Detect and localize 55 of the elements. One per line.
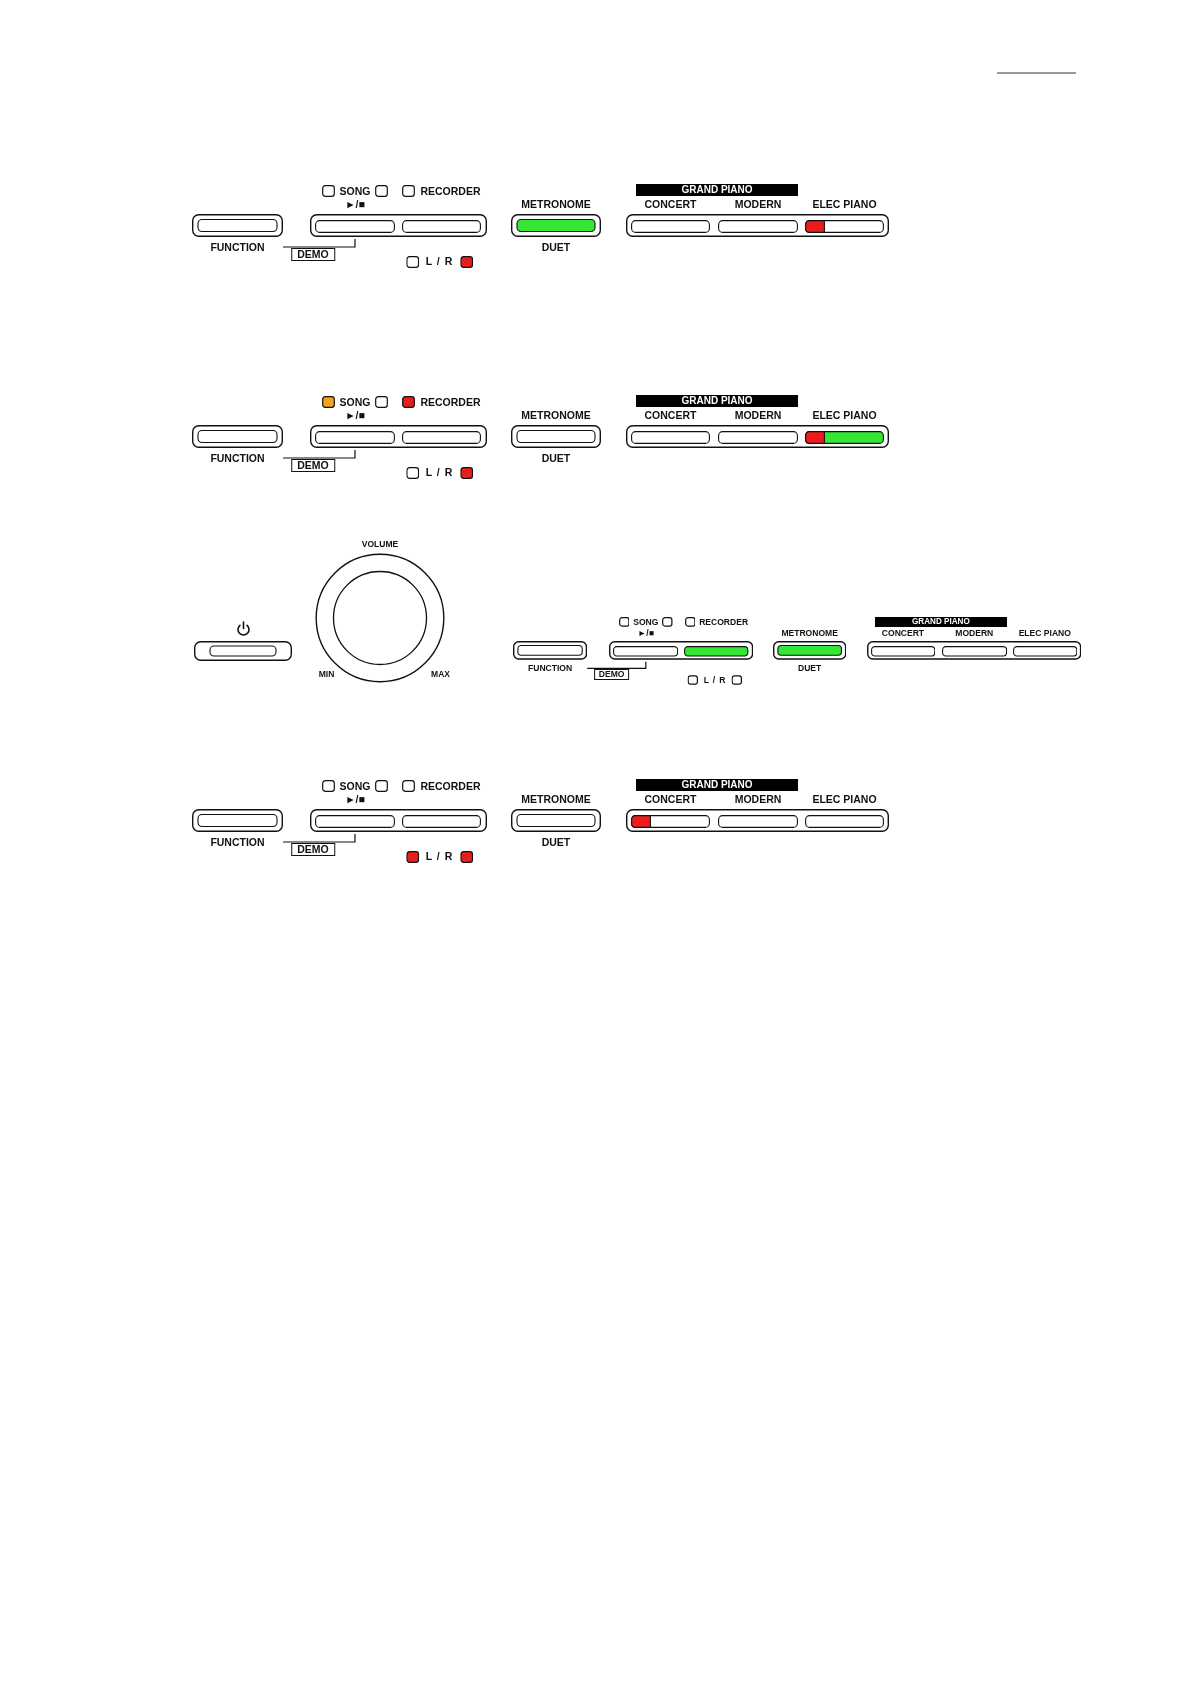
heading-band: GRAND PIANO <box>636 395 798 407</box>
button-label: DUET <box>541 836 571 848</box>
button-label: SONG <box>339 396 371 407</box>
button-label: FUNCTION <box>210 452 265 464</box>
button-label: RECORDER <box>699 618 749 627</box>
button-label: CONCERT <box>644 409 697 421</box>
button-label: MODERN <box>955 629 994 638</box>
button-label: DUET <box>541 452 571 464</box>
button-label: FUNCTION <box>210 241 265 253</box>
button-label: ►/■ <box>345 409 365 421</box>
indicator-label: L / R <box>703 675 727 685</box>
edge-label: DEMO <box>291 248 335 261</box>
button-label: MODERN <box>734 793 782 805</box>
button-label: ELEC PIANO <box>812 793 877 805</box>
button-label: ELEC PIANO <box>812 198 877 210</box>
indicator-label: L / R <box>425 467 454 478</box>
button-label: ELEC PIANO <box>812 409 877 421</box>
button-label: METRONOME <box>521 198 591 210</box>
button-label: SONG <box>339 185 371 196</box>
bracket-line <box>586 661 647 669</box>
button-label: DUET <box>798 664 822 673</box>
heading-band: GRAND PIANO <box>636 779 798 791</box>
indicator-label: L / R <box>425 256 454 267</box>
button-label: MODERN <box>734 198 782 210</box>
button-label: DUET <box>541 241 571 253</box>
button-label: ►/■ <box>345 198 365 210</box>
bracket-line <box>282 833 356 843</box>
button-label: ►/■ <box>345 793 365 805</box>
button-label: CONCERT <box>644 198 697 210</box>
edge-label: DEMO <box>593 669 630 681</box>
edge-label: DEMO <box>291 843 335 856</box>
scale-label: MIN <box>318 669 335 679</box>
knob-label: VOLUME <box>361 539 399 548</box>
button-label: FUNCTION <box>210 836 265 848</box>
button-label: CONCERT <box>644 793 697 805</box>
bracket-line <box>282 449 356 459</box>
scale-label: MAX <box>431 669 450 679</box>
bracket-line <box>282 238 356 248</box>
button-label: SONG <box>339 780 371 791</box>
button-label: SONG <box>633 618 659 627</box>
button-label: RECORDER <box>420 396 481 407</box>
edge-label: DEMO <box>291 459 335 472</box>
button-label: ELEC PIANO <box>1018 629 1071 638</box>
indicator-label: L / R <box>425 851 454 862</box>
button-label: RECORDER <box>420 780 481 791</box>
button-label: RECORDER <box>420 185 481 196</box>
button-label: CONCERT <box>881 629 925 638</box>
button-label: FUNCTION <box>528 664 573 673</box>
heading-band: GRAND PIANO <box>874 617 1007 627</box>
button-label: MODERN <box>734 409 782 421</box>
button-label: METRONOME <box>781 629 838 638</box>
button-label: ►/■ <box>637 629 654 638</box>
button-label: METRONOME <box>521 409 591 421</box>
heading-band: GRAND PIANO <box>636 184 798 196</box>
button-label: METRONOME <box>521 793 591 805</box>
